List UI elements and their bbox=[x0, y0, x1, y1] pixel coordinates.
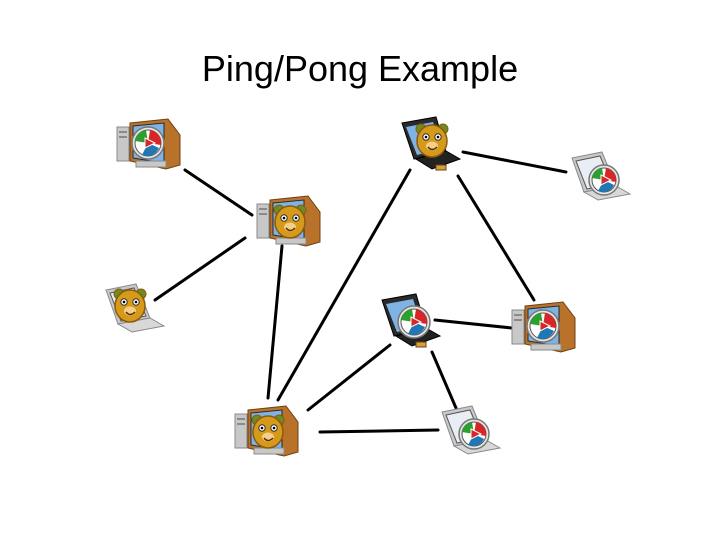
bear-icon bbox=[415, 123, 449, 158]
slide-title: Ping/Pong Example bbox=[201, 48, 519, 89]
node-laptop-n3 bbox=[105, 283, 166, 333]
edge-n5-n6 bbox=[461, 150, 568, 174]
node-desktop-n2 bbox=[256, 195, 321, 247]
edge-n5-n8 bbox=[456, 174, 536, 302]
edge-n7-n8 bbox=[433, 318, 514, 330]
edge-n1-n2 bbox=[183, 168, 254, 217]
node-tablet-n5 bbox=[401, 116, 462, 171]
bear-icon bbox=[251, 414, 285, 449]
bear-icon bbox=[273, 204, 307, 239]
bear-icon bbox=[113, 288, 147, 323]
edge-n2-n3 bbox=[153, 236, 247, 302]
edges-layer bbox=[153, 150, 568, 434]
node-laptop-n6 bbox=[571, 151, 632, 201]
network-logo-icon bbox=[458, 418, 490, 450]
node-desktop-n1 bbox=[116, 118, 181, 170]
network-logo-icon bbox=[526, 309, 560, 343]
node-desktop-n4 bbox=[234, 405, 299, 457]
nodes-layer bbox=[105, 116, 632, 457]
network-logo-icon bbox=[588, 164, 620, 196]
node-desktop-n8 bbox=[511, 301, 576, 353]
node-laptop-n9 bbox=[441, 405, 502, 455]
network-logo-icon bbox=[397, 305, 431, 339]
edge-n5-n4 bbox=[276, 168, 412, 402]
edge-n7-n9 bbox=[430, 350, 458, 410]
edge-n7-n4 bbox=[306, 343, 392, 412]
edge-n2-n4 bbox=[266, 244, 284, 400]
edge-n4-n9 bbox=[318, 428, 440, 434]
network-logo-icon bbox=[131, 126, 165, 160]
node-tablet-n7 bbox=[381, 293, 442, 348]
